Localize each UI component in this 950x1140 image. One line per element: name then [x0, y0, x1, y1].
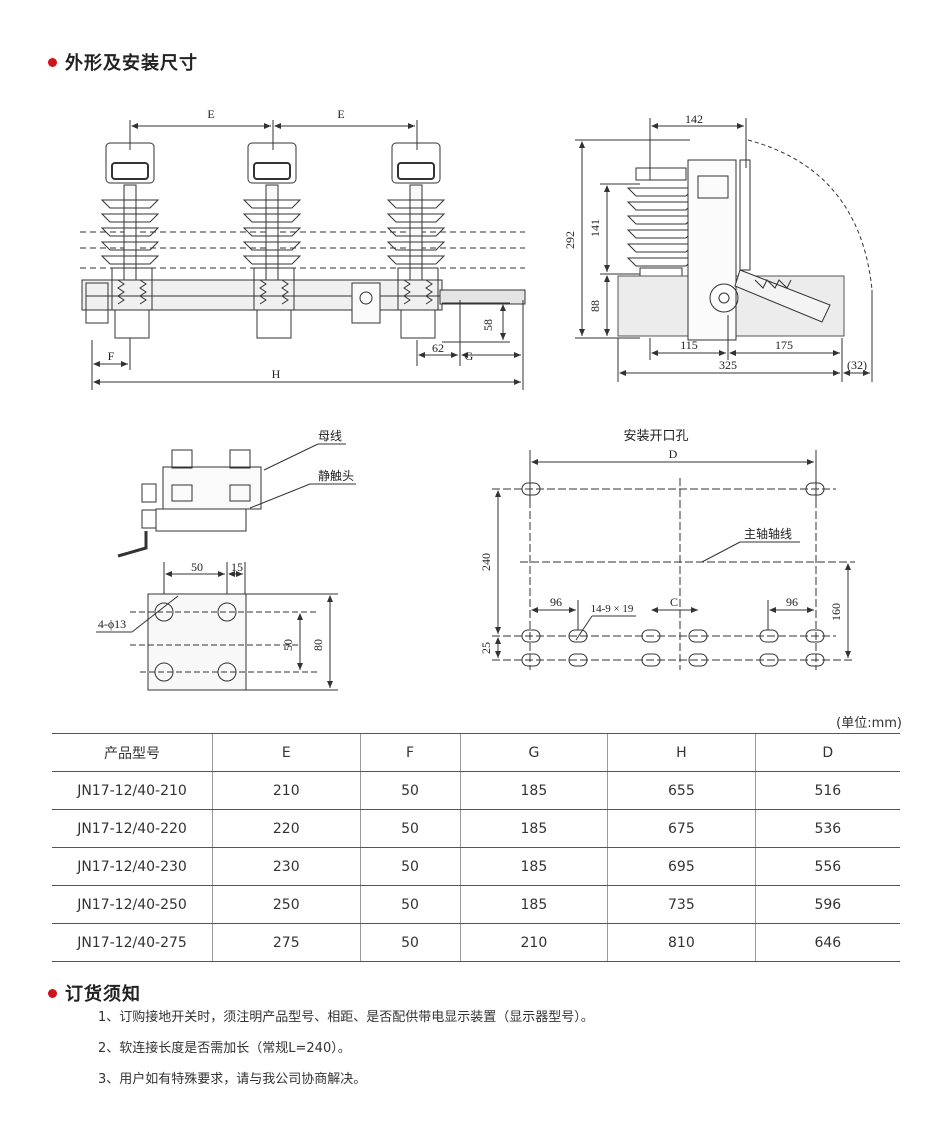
label-busbar: 母线 [318, 429, 342, 443]
dim-80: 80 [311, 639, 325, 651]
cell-g: 185 [459, 847, 608, 886]
cell-model: JN17-12/40-275 [52, 923, 213, 962]
col-header-f: F [359, 733, 461, 772]
cell-d: 536 [754, 809, 900, 848]
order-notes: 1、订购接地开关时，须注明产品型号、相距、是否配供带电显示装置（显示器型号）。 … [98, 1008, 594, 1101]
dim-96-left: 96 [550, 595, 562, 609]
col-header-g: G [459, 733, 608, 772]
dim-c: C [670, 595, 678, 609]
mounting-hole-labels: 安装开口孔 D C 主轴轴线 240 25 96 96 14-9 × 19 16… [479, 428, 843, 654]
table-row: JN17-12/40-275 275 50 210 810 646 [52, 923, 900, 962]
order-note-1: 1、订购接地开关时，须注明产品型号、相距、是否配供带电显示装置（显示器型号）。 [98, 1010, 594, 1025]
dim-15: 15 [231, 560, 243, 574]
cell-model: JN17-12/40-210 [52, 771, 213, 810]
dim-142: 142 [685, 112, 703, 126]
busbar-detail-drawing [96, 443, 356, 691]
dim-32: (32) [847, 358, 867, 372]
order-note-2: 2、软连接长度是否需加长（常规L=240）。 [98, 1041, 351, 1056]
dim-115: 115 [680, 338, 698, 352]
cell-g: 185 [459, 885, 608, 924]
cell-h: 675 [607, 809, 756, 848]
dim-58: 58 [481, 319, 495, 331]
dim-160: 160 [829, 603, 843, 621]
side-view-labels: 142 292 141 88 115 175 325 (32) [563, 112, 867, 372]
col-header-d: D [754, 733, 900, 772]
cell-d: 516 [754, 771, 900, 810]
cell-e: 210 [212, 771, 360, 810]
table-row: JN17-12/40-210 210 50 185 655 516 [52, 771, 900, 810]
dim-d: D [669, 447, 678, 461]
table-row: JN17-12/40-230 230 50 185 695 556 [52, 847, 900, 886]
order-note-3: 3、用户如有特殊要求，请与我公司协商解决。 [98, 1072, 367, 1087]
busbar-detail-labels: 母线 静触头 50 15 4-ϕ13 50 80 [98, 429, 354, 651]
dim-f: F [108, 349, 115, 363]
front-view-labels: E E F H 62 G 58 [108, 107, 495, 381]
dim-141: 141 [588, 219, 602, 237]
bullet-dot-icon [48, 988, 57, 998]
cell-f: 50 [359, 847, 461, 886]
cell-e: 250 [212, 885, 360, 924]
mounting-hole-drawing [492, 450, 855, 670]
cell-g: 210 [459, 923, 608, 962]
table-header-row: 产品型号 E F G H D [52, 733, 900, 772]
unit-note: (单位:mm) [836, 716, 902, 731]
dim-175: 175 [775, 338, 793, 352]
order-section-header: 订货须知 [48, 980, 141, 1006]
cell-e: 230 [212, 847, 360, 886]
cell-e: 220 [212, 809, 360, 848]
technical-drawings: E E F H 62 G 58 [80, 107, 873, 691]
dim-240: 240 [479, 553, 493, 571]
dim-50-top: 50 [191, 560, 203, 574]
table-row: JN17-12/40-250 250 50 185 735 596 [52, 885, 900, 924]
main-shaft-axis-label: 主轴轴线 [744, 526, 792, 541]
cell-h: 655 [607, 771, 756, 810]
cell-model: JN17-12/40-220 [52, 809, 213, 848]
cell-d: 596 [754, 885, 900, 924]
table-row: JN17-12/40-220 220 50 185 675 536 [52, 809, 900, 848]
dim-h: H [272, 367, 281, 381]
dimensions-section-title: 外形及安装尺寸 [65, 53, 198, 74]
dim-slot-size: 14-9 × 19 [591, 603, 634, 615]
dim-e-right: E [337, 107, 344, 121]
front-view-drawing [80, 120, 526, 390]
cell-f: 50 [359, 885, 461, 924]
order-section-title: 订货须知 [65, 984, 141, 1005]
cell-model: JN17-12/40-230 [52, 847, 213, 886]
dim-holes: 4-ϕ13 [98, 617, 126, 631]
cell-f: 50 [359, 771, 461, 810]
side-view-drawing [575, 118, 873, 382]
dim-325: 325 [719, 358, 737, 372]
label-static-contact: 静触头 [318, 469, 354, 483]
cell-e: 275 [212, 923, 360, 962]
bullet-dot-icon [48, 57, 57, 67]
cell-f: 50 [359, 809, 461, 848]
cell-h: 735 [607, 885, 756, 924]
cell-h: 810 [607, 923, 756, 962]
cell-g: 185 [459, 809, 608, 848]
dim-25: 25 [479, 642, 493, 654]
dimensions-section-header: 外形及安装尺寸 [48, 49, 198, 75]
col-header-h: H [607, 733, 756, 772]
cell-h: 695 [607, 847, 756, 886]
cell-d: 556 [754, 847, 900, 886]
cell-f: 50 [359, 923, 461, 962]
cell-d: 646 [754, 923, 900, 962]
dim-96-right: 96 [786, 595, 798, 609]
cell-g: 185 [459, 771, 608, 810]
dim-292: 292 [563, 231, 577, 249]
col-header-e: E [212, 733, 360, 772]
cell-model: JN17-12/40-250 [52, 885, 213, 924]
dim-88: 88 [588, 300, 602, 312]
spec-table: 产品型号 E F G H D JN17-12/40-210 210 50 185… [52, 733, 900, 962]
col-header-model: 产品型号 [52, 733, 213, 772]
dim-50-vertical: 50 [281, 639, 295, 651]
mounting-hole-title: 安装开口孔 [623, 428, 688, 443]
dim-62: 62 [432, 341, 444, 355]
dim-g: G [465, 349, 474, 363]
dim-e-left: E [207, 107, 214, 121]
